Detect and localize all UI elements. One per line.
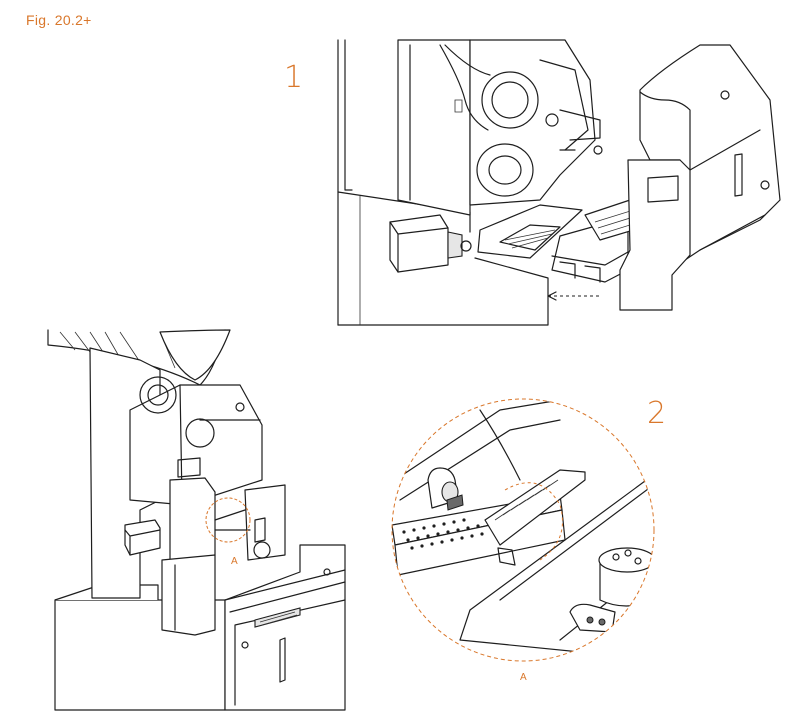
lower-clamp (569, 603, 616, 633)
juicer-machine (89, 347, 286, 636)
juicer-mechanism (439, 39, 603, 206)
step-number-2: 2 (647, 396, 667, 431)
drip-tray (477, 204, 583, 259)
step-number-1: 1 (284, 60, 304, 95)
detail-callout-label: A (231, 556, 238, 567)
detail-view-circle (391, 398, 655, 662)
motor (389, 214, 472, 273)
figure-caption: Fig. 20.2+ (26, 12, 92, 28)
cylinder-part (598, 547, 654, 607)
step-2-detail-view (391, 398, 655, 662)
step-1-illustration (337, 39, 781, 326)
detail-highlight-arc (504, 482, 563, 561)
detail-view-label: A (520, 672, 527, 683)
front-cover (619, 44, 781, 311)
slide-rail (484, 469, 586, 566)
locking-knob (427, 467, 464, 511)
step-2-overview-illustration (47, 329, 346, 711)
detail-callout-circle (205, 497, 251, 543)
